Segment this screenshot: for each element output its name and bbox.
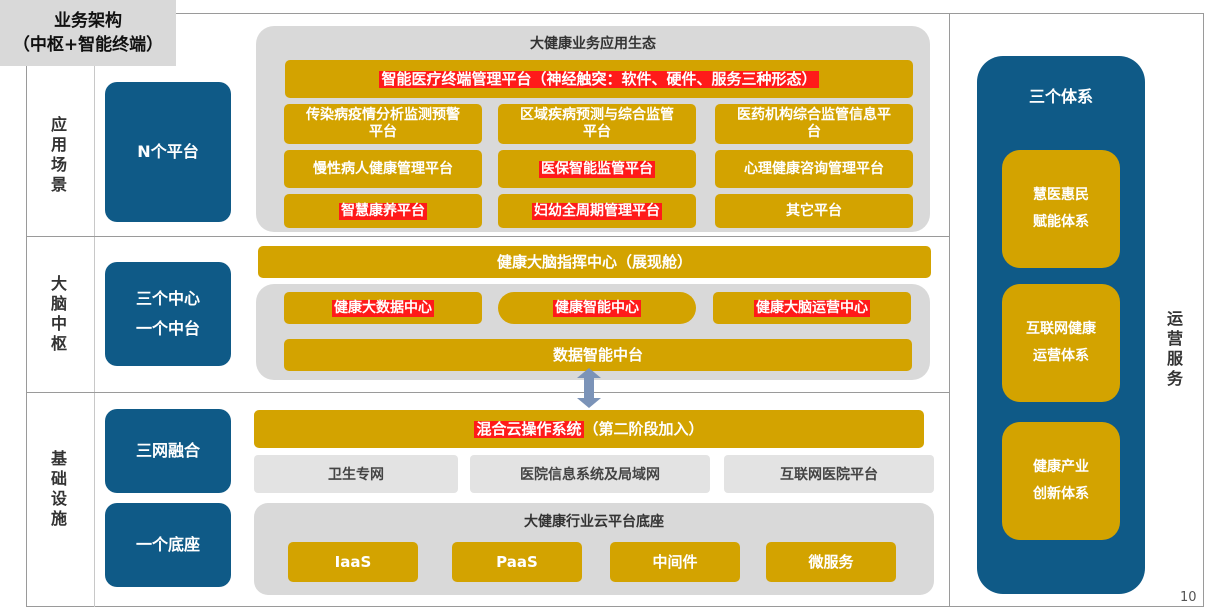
cloud-base-title: 大健康行业云平台底座 bbox=[524, 514, 664, 530]
platform-regional-disease: 区域疾病预测与综合监管平台 bbox=[498, 104, 696, 144]
data-intelligence-platform: 数据智能中台 bbox=[284, 339, 912, 371]
title-line1: 业务架构 bbox=[54, 11, 122, 31]
row-label-brain: 大脑中枢 bbox=[50, 274, 67, 353]
three-networks-box: 三网融合 bbox=[105, 409, 231, 493]
frame-left bbox=[26, 66, 27, 607]
operations-title: 三个体系 bbox=[1028, 87, 1093, 106]
frame-right bbox=[1203, 13, 1204, 607]
middleware-box: 中间件 bbox=[610, 542, 740, 582]
frame-bottom bbox=[26, 606, 1204, 607]
page-number: 10 bbox=[1180, 590, 1197, 605]
row-label-operations: 运营服务 bbox=[1166, 309, 1183, 388]
ops-divider bbox=[949, 13, 950, 607]
platform-chronic-disease: 慢性病人健康管理平台 bbox=[284, 150, 482, 188]
platform-medical-institution: 医药机构综合监管信息平台 bbox=[715, 104, 913, 144]
centers-box: 三个中心一个中台 bbox=[105, 262, 231, 366]
row-divider-2 bbox=[26, 392, 950, 393]
platform-mental-health: 心理健康咨询管理平台 bbox=[715, 150, 913, 188]
ops-system-2: 互联网健康运营体系 bbox=[1002, 284, 1120, 402]
base-box: 一个底座 bbox=[105, 503, 231, 587]
platform-maternal-child: 妇幼全周期管理平台 bbox=[498, 194, 696, 228]
hybrid-cloud-os-bar: 混合云操作系统（第二阶段加入） bbox=[254, 410, 924, 448]
command-center-bar: 健康大脑指挥中心（展现舱） bbox=[258, 246, 931, 278]
intelligence-center: 健康智能中心 bbox=[498, 292, 696, 324]
paas-box: PaaS bbox=[452, 542, 582, 582]
n-platforms-box: N个平台 bbox=[105, 82, 231, 222]
ops-system-1: 慧医惠民赋能体系 bbox=[1002, 150, 1120, 268]
health-private-network: 卫生专网 bbox=[254, 455, 458, 493]
hospital-information-network: 医院信息系统及局域网 bbox=[470, 455, 710, 493]
microservice-box: 微服务 bbox=[766, 542, 896, 582]
platform-smart-elderly-care: 智慧康养平台 bbox=[284, 194, 482, 228]
title-line2: （中枢+智能终端） bbox=[12, 35, 164, 55]
platform-insurance-supervision: 医保智能监管平台 bbox=[498, 150, 696, 188]
ops-system-3: 健康产业创新体系 bbox=[1002, 422, 1120, 540]
double-arrow-icon bbox=[577, 368, 601, 408]
label-divider bbox=[94, 66, 95, 607]
platform-other: 其它平台 bbox=[715, 194, 913, 228]
application-ecosystem-title: 大健康业务应用生态 bbox=[530, 36, 656, 52]
row-label-application: 应用场景 bbox=[50, 115, 67, 194]
platform-infectious-disease: 传染病疫情分析监测预警平台 bbox=[284, 104, 482, 144]
big-data-center: 健康大数据中心 bbox=[284, 292, 482, 324]
row-divider-1 bbox=[26, 236, 950, 237]
title-box: 业务架构 （中枢+智能终端） bbox=[0, 0, 176, 66]
frame-top bbox=[176, 13, 1204, 14]
operations-center: 健康大脑运营中心 bbox=[713, 292, 911, 324]
iaas-box: IaaS bbox=[288, 542, 418, 582]
terminal-management-bar: 智能医疗终端管理平台（神经触突：软件、硬件、服务三种形态） bbox=[285, 60, 913, 98]
internet-hospital-platform: 互联网医院平台 bbox=[724, 455, 934, 493]
row-label-infra: 基础设施 bbox=[50, 449, 67, 528]
